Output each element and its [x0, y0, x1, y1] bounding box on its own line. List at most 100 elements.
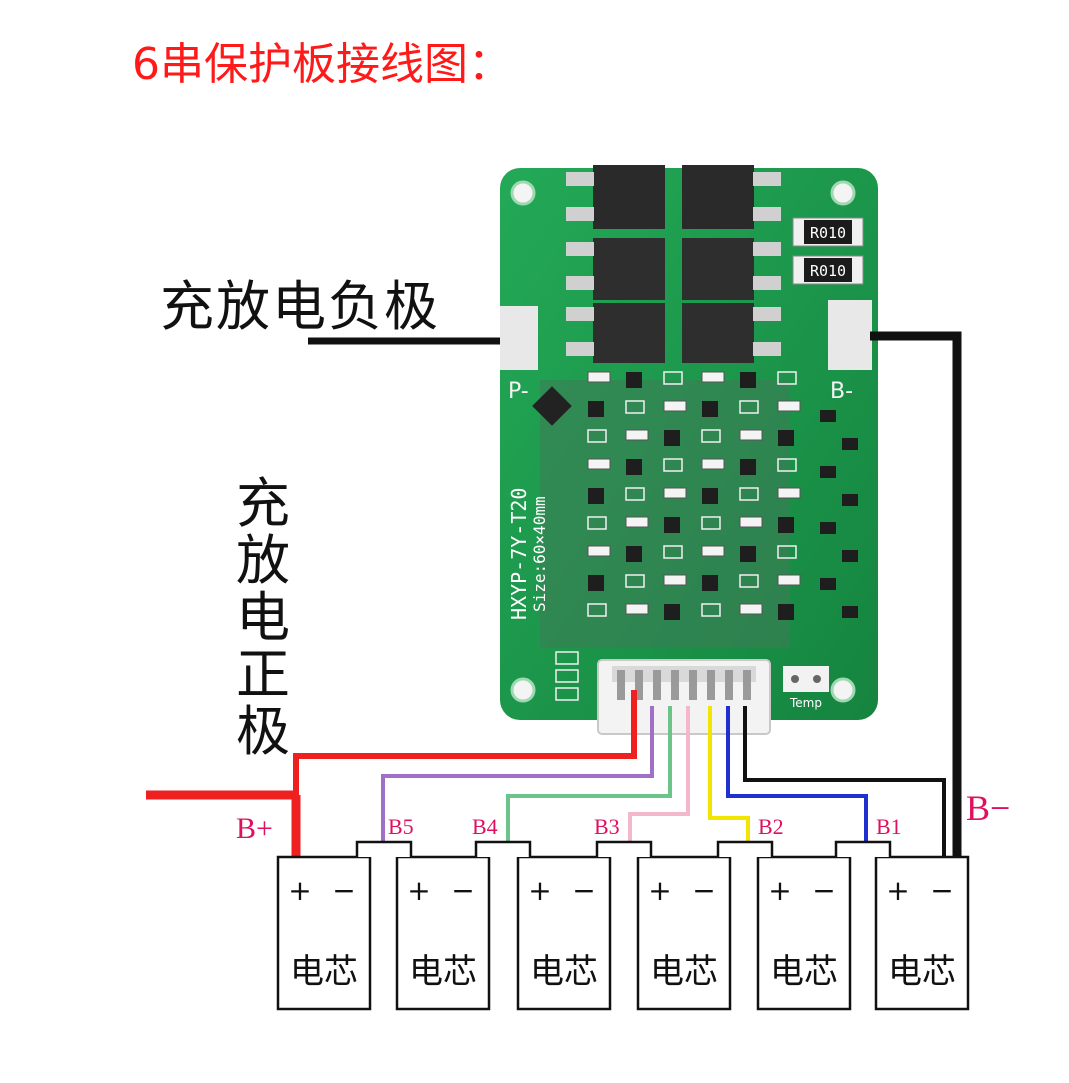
pcb-components — [555, 371, 858, 701]
cell-name: 电芯 — [290, 952, 358, 992]
cell-minus-sign: − — [930, 874, 953, 907]
smd-outline — [555, 669, 579, 683]
smd-outline — [625, 487, 645, 501]
cell-body — [756, 855, 852, 1011]
smd-resistor — [663, 574, 687, 586]
smd-resistor — [625, 429, 649, 441]
cell-body — [874, 855, 970, 1011]
smd-resistor — [663, 487, 687, 499]
smd-resistor — [777, 400, 801, 412]
cell-minus-sign: − — [451, 874, 474, 907]
smd-chip — [588, 401, 604, 417]
smd-outline — [663, 545, 683, 559]
tap-wire-b5 — [381, 706, 654, 842]
cell-plus-sign: + — [407, 874, 430, 907]
protection-board: R010 R010 P- B- HXYP-7Y-T20 Size:60×40mm… — [500, 165, 878, 735]
battery-cell: +−电芯 — [756, 855, 852, 1011]
pad-b-minus — [828, 300, 872, 370]
smd-outline — [625, 574, 645, 588]
cell-plus-sign: + — [648, 874, 671, 907]
connector-pins — [617, 670, 751, 700]
connector-pin — [617, 670, 625, 700]
cell-body — [395, 855, 491, 1011]
smd-chip — [820, 578, 836, 590]
ic-chip — [532, 386, 572, 426]
cell-name: 电芯 — [650, 952, 718, 992]
cell-plus-sign: + — [768, 874, 791, 907]
smd-outline — [663, 458, 683, 472]
smd-outline — [663, 371, 683, 385]
smd-chip — [842, 494, 858, 506]
cell-body — [516, 855, 612, 1011]
smd-chip — [626, 459, 642, 475]
smd-chip — [820, 466, 836, 478]
page-title: 6串保护板接线图： — [132, 39, 512, 90]
cell-name: 电芯 — [770, 952, 838, 992]
mosfets — [566, 165, 781, 363]
cell-plus-sign: + — [288, 874, 311, 907]
cell-plus-sign: + — [528, 874, 551, 907]
b-minus-sense-wire — [743, 706, 946, 858]
smd-outline — [587, 429, 607, 443]
board-size-label: Size:60×40mm — [530, 496, 549, 612]
smd-chip — [740, 546, 756, 562]
battery-cell: +− 电芯 — [636, 855, 732, 1011]
cell-name: 电芯 — [409, 952, 477, 992]
tap-wire-b4 — [506, 706, 672, 842]
smd-outline — [739, 487, 759, 501]
cell-name: 电芯 — [530, 952, 598, 992]
balance-wires — [381, 706, 868, 842]
connector-pin — [743, 670, 751, 700]
smd-outline — [777, 545, 797, 559]
connector-pin — [635, 670, 643, 700]
pad-p-minus — [500, 306, 538, 370]
b-minus-wire — [870, 331, 962, 858]
temp-label: Temp — [789, 696, 822, 710]
b-minus-label: B− — [966, 788, 1010, 828]
temp-pads — [783, 666, 829, 692]
smd-outline — [625, 400, 645, 414]
smd-chip — [702, 575, 718, 591]
smd-resistor — [587, 545, 611, 557]
smd-chip — [588, 575, 604, 591]
smd-outline — [555, 651, 579, 665]
tap-label-b1: B1 — [876, 814, 902, 839]
pad-p-minus-label: P- — [508, 379, 529, 404]
resistor-2-label: R010 — [810, 262, 846, 280]
cell-strap — [595, 840, 653, 857]
smd-chip — [820, 410, 836, 422]
connector-pin — [707, 670, 715, 700]
smd-chip — [842, 606, 858, 618]
tap-label-b2: B2 — [758, 814, 784, 839]
smd-resistor — [625, 603, 649, 615]
cell-strap — [716, 840, 774, 857]
tap-wire-b2 — [708, 706, 750, 842]
cell-minus-sign: − — [692, 874, 715, 907]
smd-chip — [778, 604, 794, 620]
smd-chip — [740, 459, 756, 475]
smd-chip — [702, 488, 718, 504]
smd-outline — [555, 687, 579, 701]
pcb-grey-panel — [540, 380, 790, 648]
b-plus-label: B+ — [236, 812, 273, 845]
smd-outline — [701, 429, 721, 443]
cell-body — [276, 855, 372, 1011]
smd-outline — [777, 458, 797, 472]
tap-wire-b3 — [628, 706, 690, 842]
smd-outline — [587, 603, 607, 617]
cell-strap — [474, 840, 532, 857]
tap-labels: B5 B4 B3 B2 B1 — [388, 814, 902, 839]
battery-cell: +− 电芯 — [395, 855, 491, 1011]
smd-chip — [842, 550, 858, 562]
smd-resistor — [663, 400, 687, 412]
cell-body — [636, 855, 732, 1011]
smd-resistor — [701, 545, 725, 557]
board-model-label: HXYP-7Y-T20 — [507, 488, 531, 620]
smd-resistor — [739, 429, 763, 441]
battery-cells: +−电芯+−电芯+−电芯+−电芯+−电芯+−电芯 — [276, 840, 970, 1011]
smd-resistor — [777, 487, 801, 499]
tap-label-b5: B5 — [388, 814, 414, 839]
smd-resistor — [701, 371, 725, 383]
connector-pin — [671, 670, 679, 700]
